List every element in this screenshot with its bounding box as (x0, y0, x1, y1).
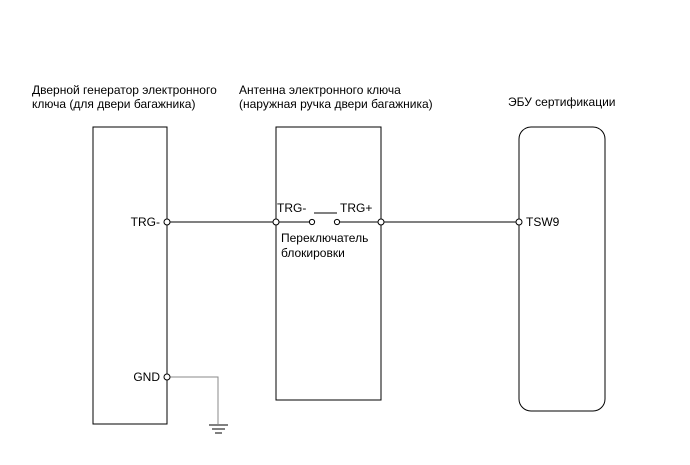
terminal-generator-gnd (163, 373, 171, 381)
antenna-title-line1: Антенна электронного ключа (239, 83, 401, 97)
terminal-generator-trg (163, 218, 171, 226)
antenna-title-line2: (наружная ручка двери багажника) (239, 97, 433, 111)
antenna-pin-trg-minus: TRG- (277, 201, 306, 215)
generator-title-line1: Дверной генератор электронного (32, 83, 217, 97)
switch-contact-right (333, 218, 341, 226)
antenna-box (275, 126, 382, 401)
ecu-pin-tsw9: TSW9 (526, 215, 560, 229)
generator-box (92, 126, 168, 425)
switch-contact-left (308, 218, 316, 226)
wire-gnd (167, 376, 219, 424)
ground-icon (209, 424, 228, 434)
switch-label-line1: Переключатель (281, 231, 368, 245)
terminal-antenna-trg-minus (272, 218, 280, 226)
generator-title-line2: ключа (для двери багажника) (32, 97, 195, 111)
antenna-pin-trg-plus: TRG+ (340, 201, 372, 215)
terminal-ecu-tsw9 (515, 218, 523, 226)
generator-pin-trg: TRG- (131, 215, 160, 229)
switch-label-line2: блокировки (281, 246, 345, 260)
generator-pin-gnd: GND (133, 370, 160, 384)
ecu-box (518, 126, 606, 412)
ecu-title: ЭБУ сертификации (508, 95, 616, 109)
terminal-antenna-trg-plus (377, 218, 385, 226)
